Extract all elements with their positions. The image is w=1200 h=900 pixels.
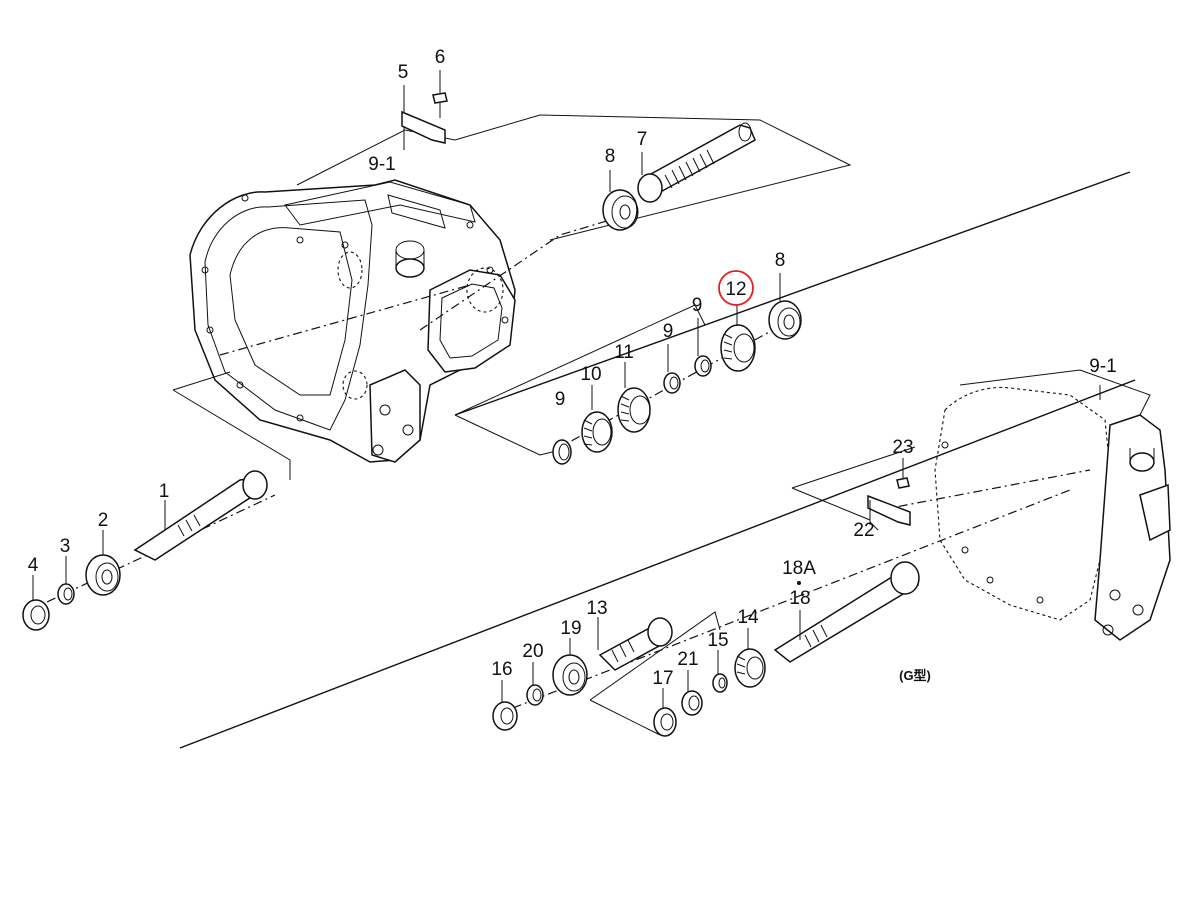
snap-ring-part-9-a — [663, 344, 681, 394]
callout-5: 5 — [398, 62, 409, 83]
callout-9-1-right: 9-1 — [1089, 356, 1116, 377]
callout-8-mid: 8 — [775, 250, 786, 271]
washer-part-21 — [681, 670, 703, 716]
bearing-part-8-mid — [768, 273, 802, 340]
gear-part-10 — [581, 385, 613, 453]
callout-2: 2 — [98, 510, 109, 531]
seal-part-4 — [22, 575, 50, 631]
snap-ring-part-9-c — [552, 439, 572, 465]
callout-9-1-top: 9-1 — [368, 154, 395, 175]
callout-19: 19 — [560, 618, 581, 639]
callout-14: 14 — [737, 607, 759, 628]
divider-line-lower — [179, 379, 1136, 749]
bracket-part-5 — [401, 85, 446, 150]
bracket-part-22 — [867, 494, 911, 531]
callout-9-c: 9 — [555, 389, 566, 410]
callout-9-a: 9 — [663, 321, 674, 342]
callout-9-b: 9 — [692, 295, 703, 316]
callout-3: 3 — [60, 536, 71, 557]
callout-1: 1 — [159, 481, 170, 502]
counter-shaft-part-13 — [597, 617, 673, 671]
seal-part-16 — [492, 680, 518, 731]
callout-15: 15 — [707, 630, 728, 651]
callout-22: 22 — [853, 520, 874, 541]
snap-ring-part-15 — [712, 650, 728, 693]
transmission-case-left — [189, 179, 516, 463]
callout-12: 12 — [725, 279, 746, 300]
bearing-part-19 — [552, 638, 588, 696]
highlight-circle — [718, 270, 754, 306]
callout-13: 13 — [586, 598, 607, 619]
bearing-part-17 — [653, 688, 677, 737]
gear-part-14 — [734, 628, 766, 688]
gear-part-12 — [720, 305, 756, 372]
main-shaft-part-7 — [637, 122, 756, 203]
callout-17: 17 — [652, 668, 673, 689]
callout-7: 7 — [637, 129, 648, 150]
snap-ring-part-3 — [57, 556, 75, 605]
callout-21: 21 — [677, 649, 698, 670]
snap-ring-part-9-b — [694, 318, 712, 377]
model-note: (G型) — [899, 668, 931, 683]
callout-18: 18 — [789, 588, 810, 609]
callout-4: 4 — [28, 555, 39, 576]
input-shaft-part-1 — [133, 470, 268, 561]
callout-23: 23 — [892, 437, 913, 458]
callout-18a: 18A — [782, 558, 816, 579]
callout-labels: 5 6 9-1 8 7 12 8 9 9 11 10 9 1 2 3 4 9-1… — [28, 47, 1117, 689]
callout-8-top: 8 — [605, 146, 616, 167]
output-shaft-part-18 — [773, 561, 920, 663]
divider-line-upper — [454, 171, 1131, 416]
callout-11: 11 — [614, 342, 634, 363]
bolt-part-6 — [432, 70, 448, 118]
gear-part-11 — [617, 362, 651, 433]
bearing-part-8-top — [602, 170, 639, 231]
callout-10: 10 — [580, 364, 601, 385]
callout-20: 20 — [522, 641, 543, 662]
bolt-part-23 — [896, 458, 910, 489]
callout-6: 6 — [435, 47, 446, 68]
callout-16: 16 — [491, 659, 512, 680]
bearing-part-2 — [85, 530, 121, 596]
marker-dot — [797, 581, 801, 585]
transmission-case-right — [934, 369, 1171, 641]
snap-ring-part-20 — [526, 662, 544, 706]
